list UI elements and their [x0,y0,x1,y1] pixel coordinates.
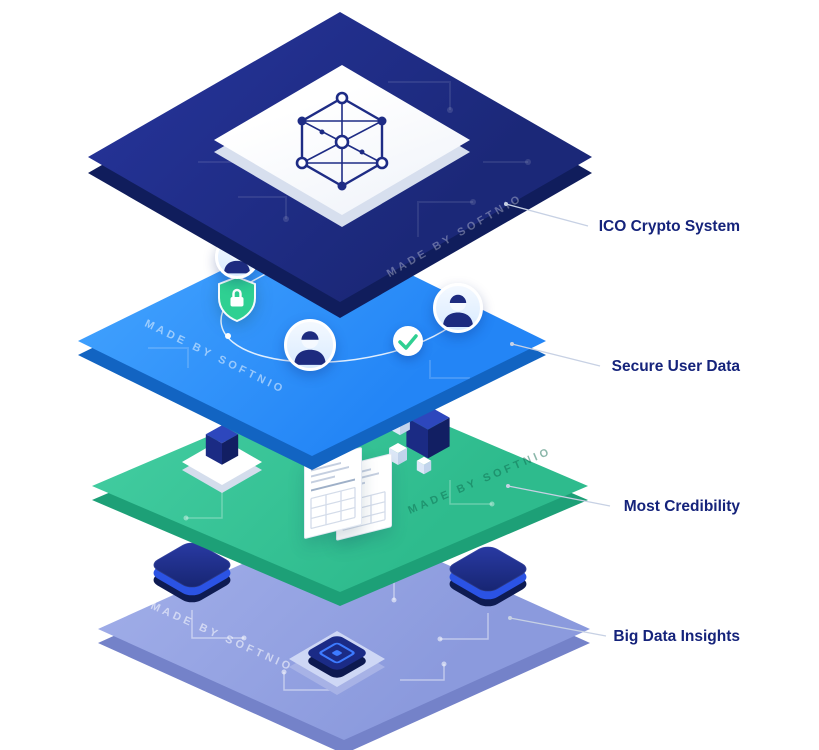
small-cube-icon [389,443,407,465]
user-avatar-icon [284,319,336,371]
small-cube-icon [416,456,432,475]
callout-label-big-data-insights: Big Data Insights [613,628,740,645]
user-avatar-icon [433,283,483,333]
callout-label-secure-user-data: Secure User Data [611,358,740,375]
checkmark-icon [393,326,423,356]
callout-label-most-credibility: Most Credibility [623,498,740,515]
shield-lock-icon [217,275,257,323]
callout-label-ico-crypto-system: ICO Crypto System [598,218,740,235]
cpu-chip-inner-frame [317,641,357,665]
cpu-chip-core [331,649,343,657]
document-icon [304,446,362,540]
blockchain-network-icon [295,91,389,191]
layer-ico-crypto-system: MADE BY SOFTNIO [88,12,592,318]
